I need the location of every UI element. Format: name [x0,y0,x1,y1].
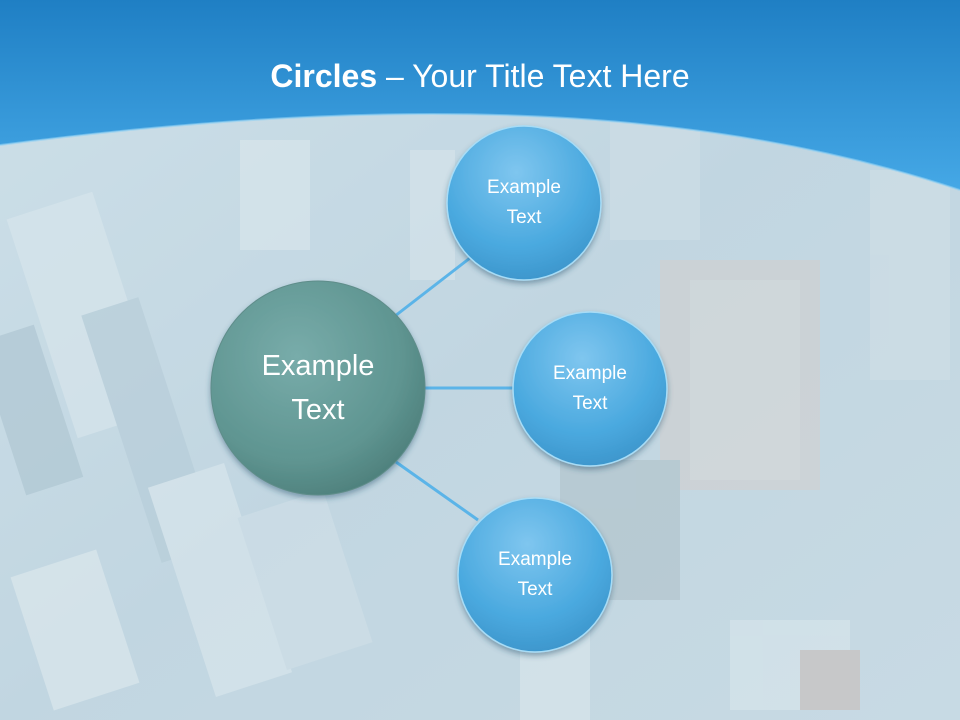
outer-circle-top-label: Example Text [487,177,561,228]
title-text: Your Title Text Here [412,58,690,94]
center-circle[interactable] [210,280,426,496]
city-buildings [0,120,950,720]
outer-circle-top[interactable] [446,125,602,281]
connector-top [394,256,471,318]
outer-circle-bottom[interactable] [457,497,613,653]
outer-circle-middle-label: Example Text [553,363,627,414]
header-band [0,0,960,190]
connectors [394,256,514,522]
connector-bottom [395,460,479,522]
slide-title[interactable]: Circles – Your Title Text Here [0,54,960,98]
center-circle-label: Example Text [261,350,375,426]
title-dash: – [377,58,413,94]
outer-circle-middle[interactable] [512,311,668,467]
title-bold-part: Circles [270,58,378,94]
outer-circle-bottom-label: Example Text [498,549,572,600]
